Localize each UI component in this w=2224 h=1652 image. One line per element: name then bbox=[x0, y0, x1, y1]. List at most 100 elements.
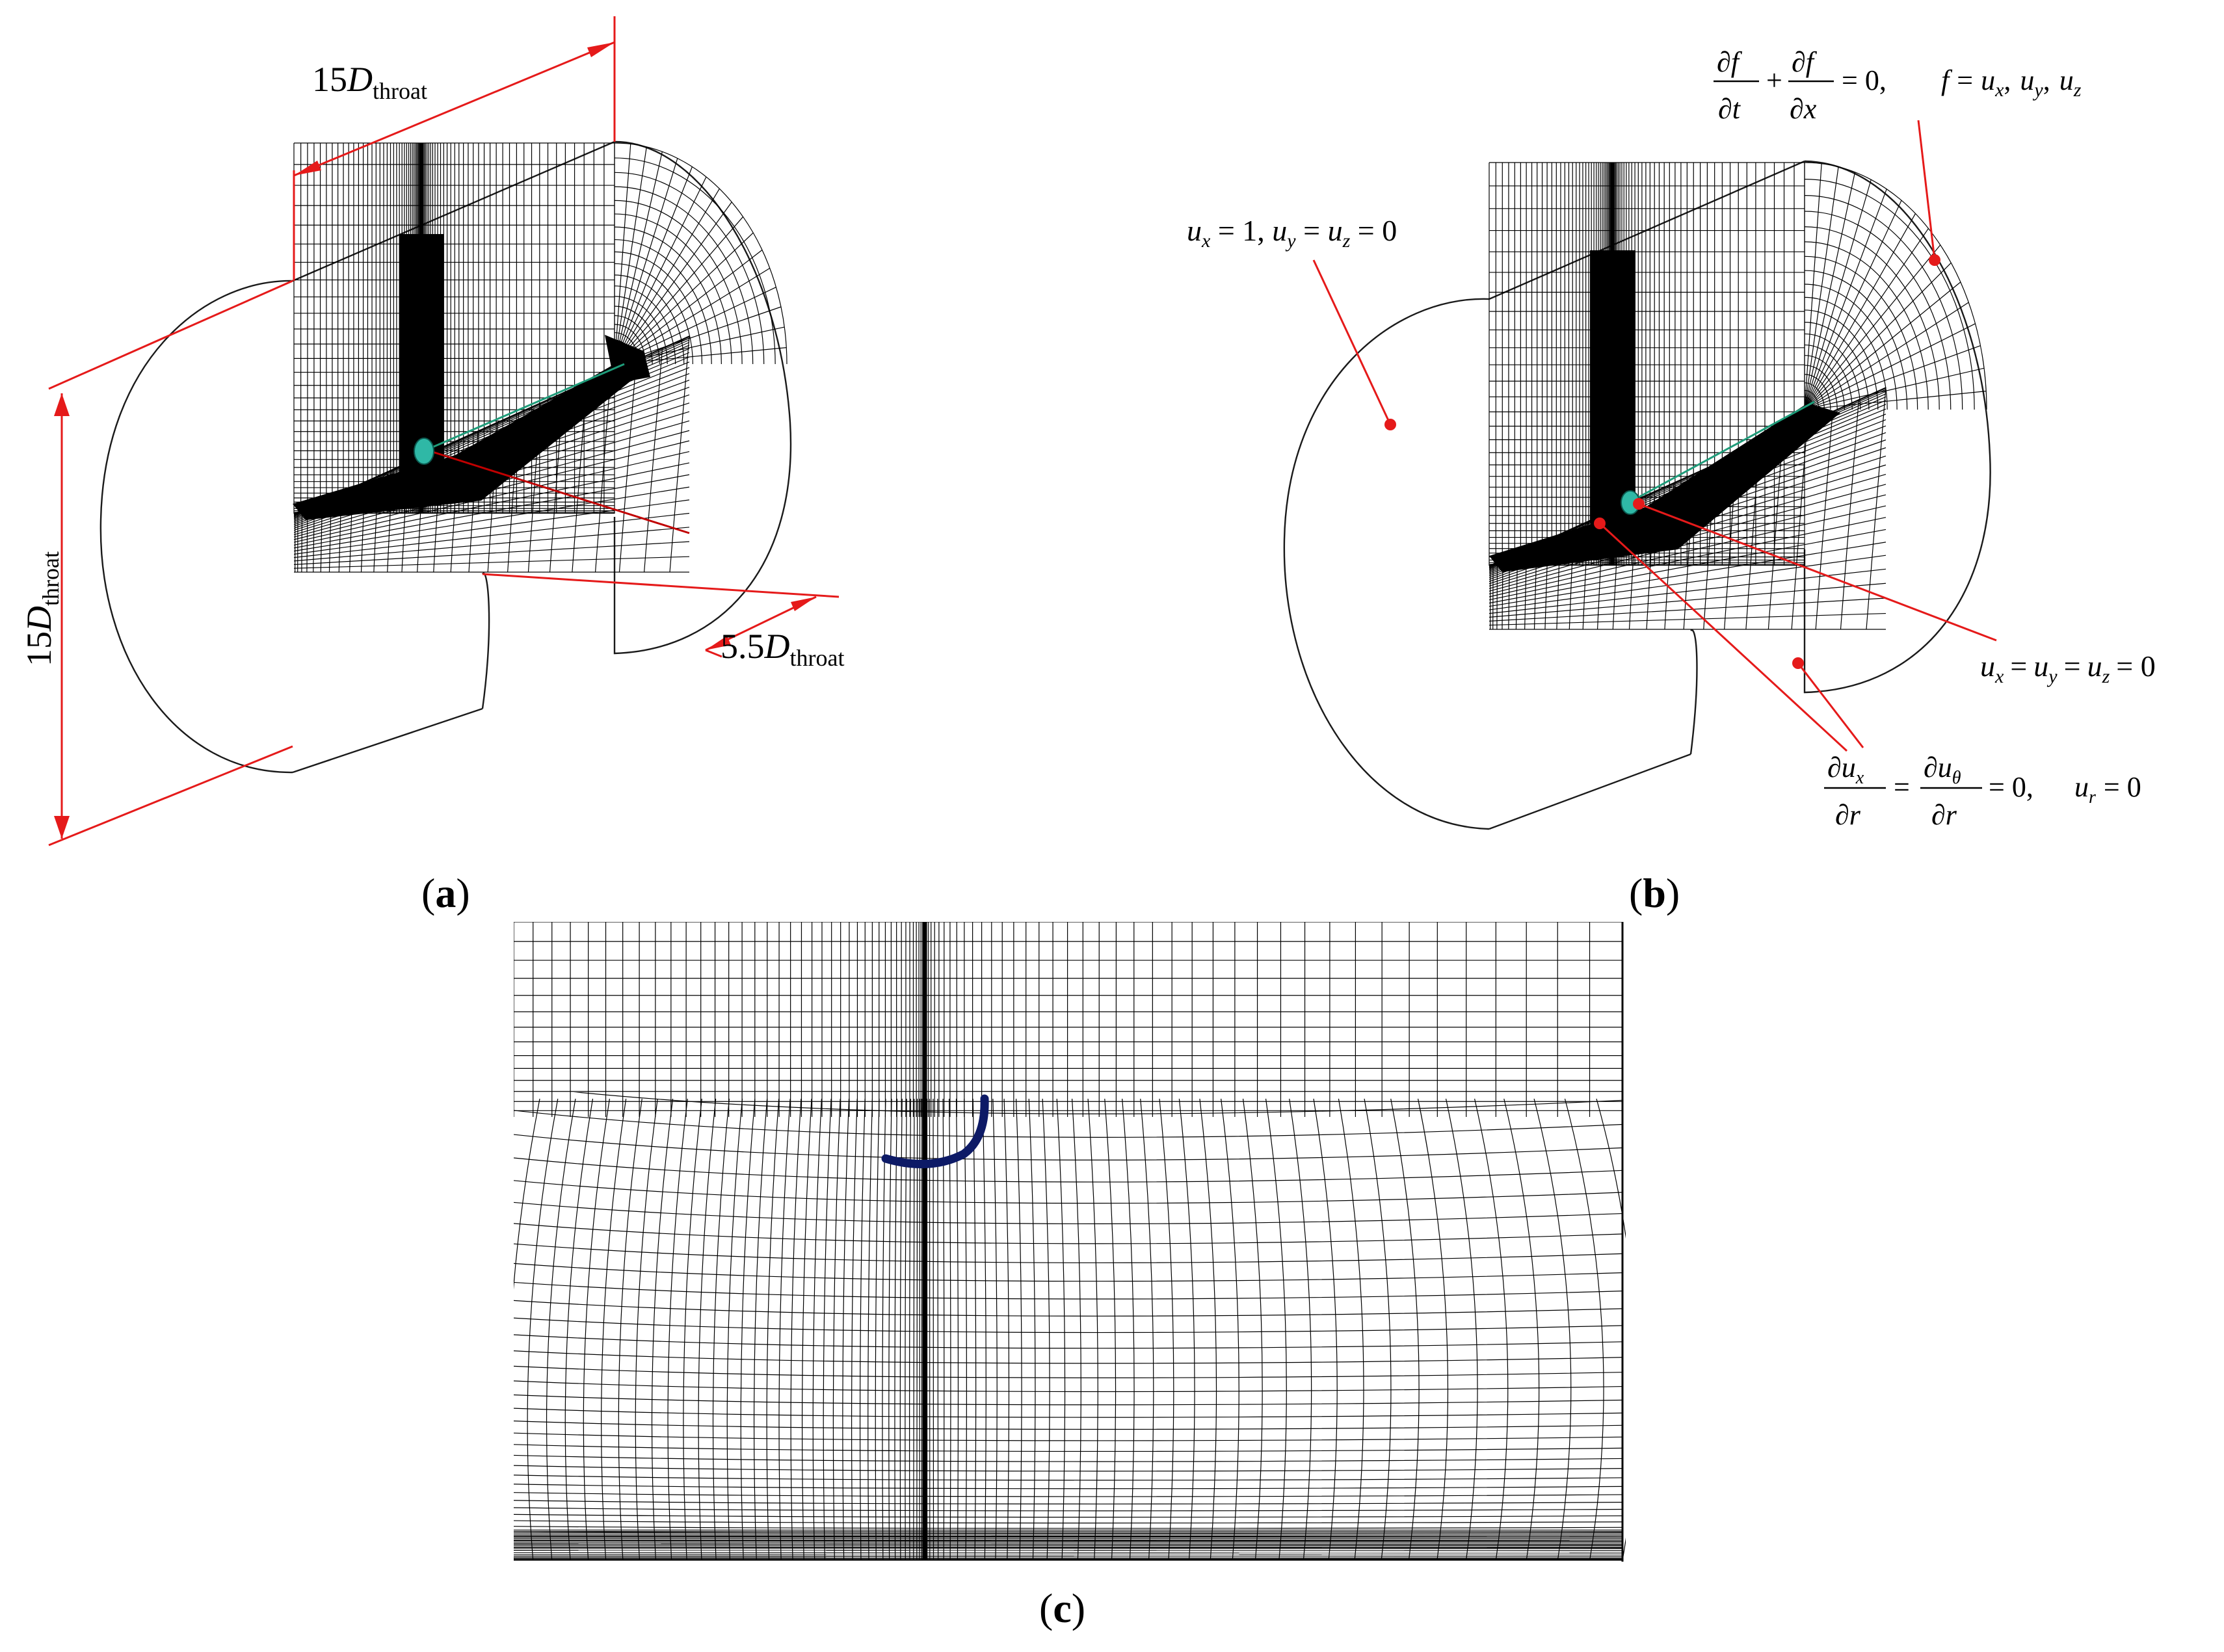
mesh-line bbox=[1804, 382, 1825, 410]
panel-a-3d-mesh: 15Dthroat 15Dthroat 5.5Dthroat (a) bbox=[20, 16, 844, 916]
panel-a-dimension-top: 15Dthroat bbox=[293, 16, 616, 281]
mesh-line bbox=[1122, 1098, 1135, 1561]
mesh-line bbox=[1804, 256, 1918, 410]
svg-text:∂ux: ∂ux bbox=[1827, 752, 1864, 788]
mesh-line bbox=[1804, 323, 1976, 410]
mesh-line bbox=[982, 1098, 986, 1561]
svg-text:= 0,: = 0, bbox=[1842, 64, 1886, 96]
mesh-line bbox=[514, 1157, 1623, 1183]
svg-text:∂r: ∂r bbox=[1835, 799, 1861, 831]
mesh-line bbox=[894, 1098, 898, 1561]
mesh-line bbox=[753, 1098, 768, 1561]
mesh-line bbox=[651, 1098, 674, 1561]
panel-c-label: (c) bbox=[1039, 1585, 1085, 1631]
mesh-line bbox=[614, 158, 678, 365]
mesh-line bbox=[669, 335, 690, 573]
mesh-line bbox=[514, 1421, 1623, 1430]
mesh-line bbox=[1804, 355, 1845, 410]
mesh-line bbox=[527, 1098, 559, 1561]
mesh-line bbox=[1804, 262, 1952, 410]
panel-b-bc-outlet: ∂f ∂t + ∂f ∂x = 0, f=ux,uy,uz bbox=[1714, 46, 2082, 125]
mesh-line bbox=[614, 232, 754, 365]
mesh-line bbox=[1140, 1098, 1154, 1561]
mesh-line bbox=[909, 1098, 912, 1561]
mesh-line bbox=[614, 251, 703, 365]
mesh-line bbox=[614, 166, 693, 365]
mesh-line bbox=[614, 226, 722, 365]
mesh-line bbox=[1804, 228, 1929, 410]
mesh-line bbox=[1804, 163, 1822, 410]
mesh-line bbox=[1804, 166, 1839, 410]
panel-b-cylinder-bottom-edge bbox=[1489, 753, 1691, 830]
mesh-line bbox=[1804, 367, 1985, 410]
mesh-line bbox=[1489, 494, 1886, 595]
mesh-line bbox=[1503, 1098, 1540, 1561]
panel-c-2d-mesh: (c) bbox=[514, 922, 1626, 1631]
panel-a-outlet-fan-mesh bbox=[614, 142, 788, 365]
mesh-line bbox=[823, 1098, 832, 1561]
mesh-line bbox=[564, 1098, 594, 1561]
mesh-line bbox=[293, 556, 690, 569]
mesh-line bbox=[514, 1300, 1623, 1317]
mesh-line bbox=[514, 1098, 540, 1560]
panel-b-bc-inlet: ux = 1, uy = uz = 0 bbox=[1187, 214, 1397, 252]
panel-a-dim-top-label: 15Dthroat bbox=[312, 60, 427, 104]
mesh-line bbox=[614, 296, 668, 365]
mesh-line bbox=[514, 1432, 1623, 1441]
panel-c-lower-mesh bbox=[514, 1092, 1626, 1561]
mesh-line bbox=[832, 1098, 841, 1561]
mesh-line bbox=[514, 1475, 1623, 1481]
panel-a-dense-axial-band bbox=[293, 364, 644, 520]
mesh-line bbox=[964, 1098, 967, 1561]
mesh-line bbox=[1417, 1098, 1449, 1561]
mesh-line bbox=[514, 1365, 1623, 1378]
mesh-line bbox=[583, 1098, 610, 1561]
mesh-line bbox=[618, 1098, 642, 1561]
panel-c-mesh-grid bbox=[514, 922, 1626, 1561]
mesh-line bbox=[1804, 296, 1888, 410]
mesh-line bbox=[801, 1098, 812, 1561]
mesh-line bbox=[614, 315, 653, 365]
mesh-line bbox=[1866, 387, 1886, 630]
mesh-line bbox=[514, 1554, 1623, 1556]
mesh-line bbox=[851, 1098, 858, 1561]
mesh-line bbox=[514, 1201, 1623, 1224]
mesh-line bbox=[1815, 411, 1833, 630]
mesh-line bbox=[614, 151, 663, 365]
mesh-line bbox=[614, 267, 771, 365]
mesh-line bbox=[683, 1098, 702, 1561]
mesh-line bbox=[842, 1098, 850, 1561]
mesh-line bbox=[1804, 365, 1838, 410]
panel-a-dimension-left: 15Dthroat bbox=[20, 280, 293, 846]
mesh-line bbox=[1087, 1098, 1098, 1561]
mesh-line bbox=[644, 348, 663, 573]
mesh-line bbox=[1489, 517, 1886, 601]
panel-c-upper-mesh bbox=[514, 922, 1623, 1117]
mesh-line bbox=[1474, 1098, 1509, 1561]
mesh-line bbox=[1489, 583, 1886, 618]
mesh-line bbox=[1804, 172, 1856, 410]
mesh-line bbox=[1804, 244, 1941, 410]
panel-b-axis-line bbox=[1632, 400, 1815, 502]
mesh-line bbox=[1489, 505, 1886, 597]
panel-c-nozzle-profile bbox=[881, 1094, 989, 1169]
svg-text:∂f: ∂f bbox=[1717, 46, 1743, 78]
mesh-line bbox=[614, 186, 754, 365]
panel-b-outlet-fan-mesh bbox=[1804, 162, 1987, 410]
mesh-line bbox=[594, 371, 612, 573]
mesh-line bbox=[1496, 562, 1498, 630]
mesh-line bbox=[905, 1098, 907, 1561]
mesh-line bbox=[1804, 179, 1872, 410]
mesh-line bbox=[614, 142, 788, 365]
svg-text:∂uθ: ∂uθ bbox=[1924, 752, 1961, 788]
mesh-line bbox=[1804, 333, 1861, 410]
svg-text:= 0,: = 0, bbox=[1989, 771, 2033, 803]
mesh-line bbox=[514, 1110, 1623, 1138]
mesh-line bbox=[514, 1484, 1623, 1489]
mesh-line bbox=[667, 1098, 688, 1561]
mesh-line bbox=[614, 216, 744, 365]
mesh-line bbox=[942, 1098, 945, 1561]
panel-a-dim-left-label: 15Dthroat bbox=[20, 551, 64, 666]
panel-b-cut-edge bbox=[1689, 629, 1698, 755]
mesh-line bbox=[1338, 1098, 1364, 1561]
